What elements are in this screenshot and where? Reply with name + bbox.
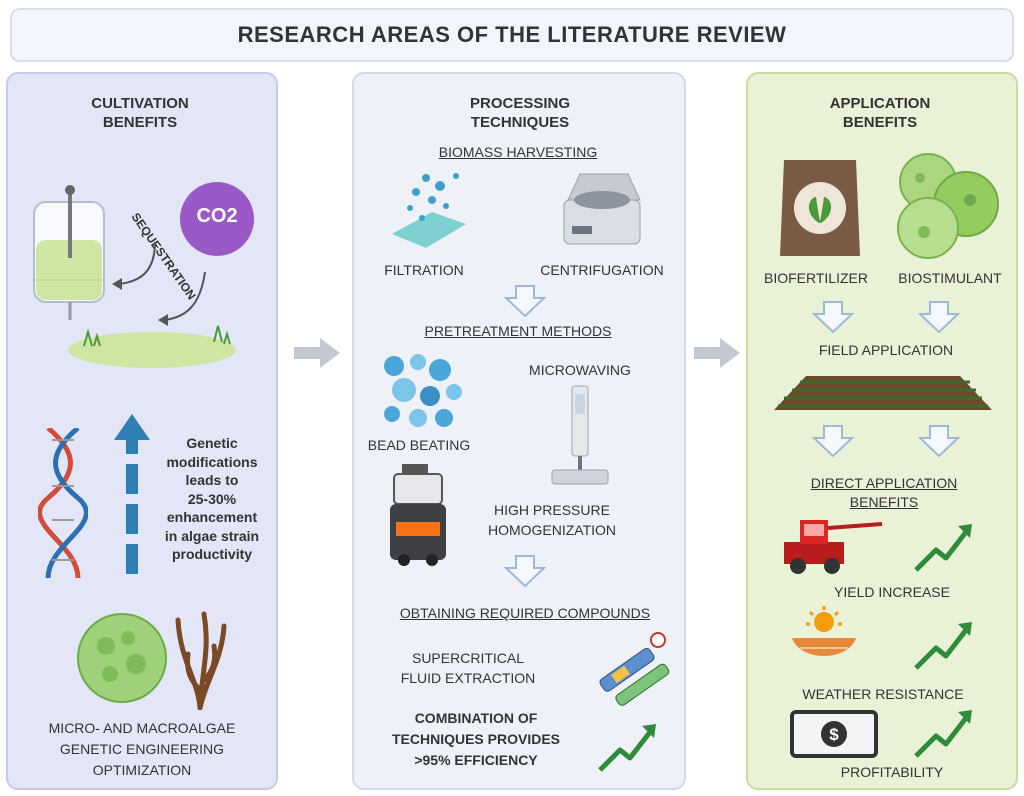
harvester-icon <box>784 520 883 574</box>
combination-label: COMBINATION OF TECHNIQUES PROVIDES >95% … <box>368 708 584 771</box>
arrow-right-icon <box>694 338 740 368</box>
dna-icon <box>38 428 88 578</box>
genetic-text: Genetic modifications leads to 25-30% en… <box>150 434 274 564</box>
yield-increase-label: YIELD INCREASE <box>834 584 950 600</box>
genetic-line: enhancement <box>166 509 258 525</box>
down-arrow-icon <box>504 555 546 588</box>
processing-heading-line: TECHNIQUES <box>470 114 570 131</box>
svg-text:$: $ <box>829 725 839 744</box>
biomass-harvesting-label: BIOMASS HARVESTING <box>438 144 598 160</box>
cultivation-footer-line: GENETIC ENGINEERING <box>59 741 225 757</box>
down-arrow-icon <box>812 425 854 458</box>
co2-label: CO2 <box>196 205 238 227</box>
trend-up-icon <box>914 622 972 670</box>
trend-up-icon <box>914 710 972 758</box>
microwave-device-icon <box>551 385 609 485</box>
application-heading: APPLICATION BENEFITS <box>800 94 960 132</box>
combination-line: >95% EFFICIENCY <box>414 752 538 768</box>
microwaving-label: MICROWAVING <box>529 362 631 378</box>
hph-label: HIGH PRESSURE HOMOGENIZATION <box>460 500 644 540</box>
macroalgae-icon <box>175 611 227 710</box>
field-application-label: FIELD APPLICATION <box>818 342 954 358</box>
processing-heading-line: PROCESSING <box>469 95 571 112</box>
cultivation-heading: CULTIVATION BENEFITS <box>91 95 189 131</box>
genetic-line: leads to <box>185 472 239 488</box>
microalgae-icon <box>77 613 167 703</box>
down-arrow-icon <box>812 301 854 334</box>
field-icon <box>774 376 992 410</box>
down-arrow-icon <box>504 285 546 318</box>
sfe-label: SUPERCRITICAL FLUID EXTRACTION <box>380 648 556 688</box>
hph-line: HOMOGENIZATION <box>487 522 617 538</box>
cultivation-footer: MICRO- AND MACROALGAE GENETIC ENGINEERIN… <box>16 718 268 781</box>
fertilizer-bag-icon <box>780 160 860 256</box>
application-heading-line: APPLICATION <box>829 95 931 112</box>
processing-heading: PROCESSING TECHNIQUES <box>420 94 620 132</box>
bioreactor-icon <box>33 185 105 320</box>
arrow-right-icon <box>294 338 340 368</box>
filtration-icon <box>392 173 466 248</box>
weather-resistance-label: WEATHER RESISTANCE <box>802 686 964 702</box>
obtaining-label: OBTAINING REQUIRED COMPOUNDS <box>399 605 651 621</box>
up-arrow-icon <box>114 414 150 574</box>
money-bill-icon: $ <box>790 710 878 758</box>
biofertilizer-label: BIOFERTILIZER <box>764 270 868 286</box>
genetic-line: 25-30% <box>187 490 237 507</box>
sfe-line: FLUID EXTRACTION <box>400 670 536 686</box>
extraction-tubes-icon <box>599 632 670 706</box>
sfe-line: SUPERCRITICAL <box>411 650 525 666</box>
down-arrow-icon <box>918 425 960 458</box>
direct-benefits-line: DIRECT APPLICATION <box>810 475 958 491</box>
filtration-label: FILTRATION <box>384 262 464 278</box>
genetic-line: in algae strain <box>164 527 260 544</box>
application-heading-line: BENEFITS <box>842 114 918 131</box>
genetic-line: Genetic <box>186 435 238 451</box>
bead-beating-label: BEAD BEATING <box>367 437 471 453</box>
combination-line: TECHNIQUES PROVIDES <box>391 731 561 747</box>
bead-beating-icon <box>384 354 462 427</box>
profitability-label: PROFITABILITY <box>840 764 944 780</box>
hph-line: HIGH PRESSURE <box>494 502 610 518</box>
biostimulant-icon <box>897 153 999 259</box>
combination-line: COMBINATION OF <box>414 710 538 726</box>
grass-icon <box>68 325 236 368</box>
centrifugation-label: CENTRIFUGATION <box>540 262 664 278</box>
cultivation-footer-line: OPTIMIZATION <box>92 762 192 778</box>
centrifuge-icon <box>563 173 641 245</box>
cultivation-footer-line: MICRO- AND MACROALGAE <box>48 720 236 736</box>
genetic-line: productivity <box>171 546 253 562</box>
curved-arrows-icon <box>112 241 206 326</box>
direct-benefits-label: DIRECT APPLICATION BENEFITS <box>784 474 984 512</box>
trend-up-icon <box>914 524 972 572</box>
biostimulant-label: BIOSTIMULANT <box>898 270 1002 286</box>
weather-icon <box>792 606 856 656</box>
down-arrow-icon <box>918 301 960 334</box>
homogenizer-icon <box>390 464 446 566</box>
genetic-line: modifications <box>166 453 258 470</box>
page-title: RESEARCH AREAS OF THE LITERATURE REVIEW <box>10 8 1014 62</box>
pretreatment-label: PRETREATMENT METHODS <box>424 323 612 339</box>
trend-up-icon <box>598 724 656 772</box>
co2-icon <box>180 182 254 256</box>
direct-benefits-line: BENEFITS <box>849 494 919 510</box>
